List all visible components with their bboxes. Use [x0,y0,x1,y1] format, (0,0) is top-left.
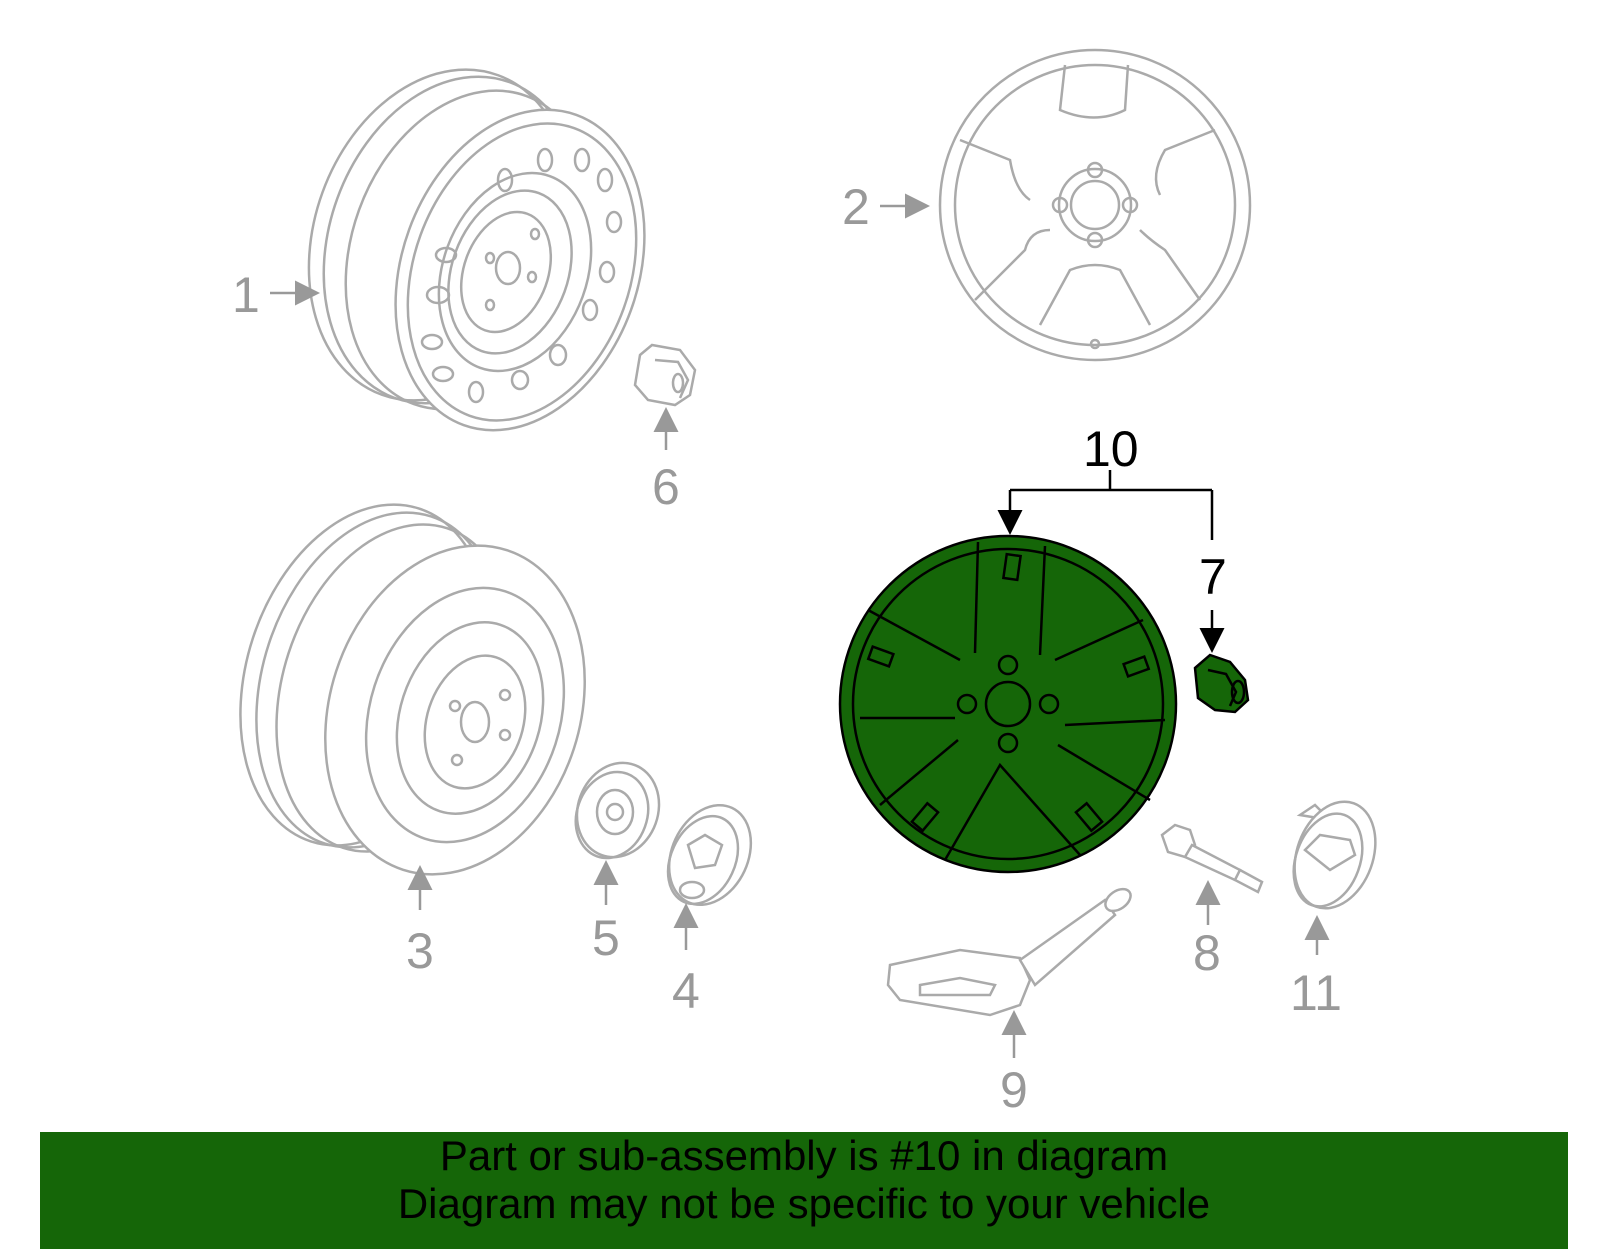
info-banner: Part or sub-assembly is #10 in diagram D… [40,1132,1568,1249]
center-cap-part-5[interactable] [564,751,672,869]
emblem-cap-part-11[interactable] [1280,790,1389,919]
alloy-wheel-part-2[interactable] [938,48,1252,362]
callout-4: 4 [672,963,700,1019]
spare-wheel-part-3[interactable] [199,472,626,908]
callout-11: 11 [1290,965,1342,1021]
highlighted-lug-nut-part-7[interactable] [1193,653,1250,714]
callout-1: 1 [232,267,260,323]
callout-7: 7 [1199,549,1227,605]
callout-6: 6 [652,459,680,515]
callout-8: 8 [1193,925,1221,981]
emblem-cap-part-4[interactable] [654,792,767,918]
callout-10: 10 [1083,421,1139,477]
callout-9: 9 [1000,1062,1028,1118]
callout-3: 3 [406,923,434,979]
banner-line-1: Part or sub-assembly is #10 in diagram [439,1132,1169,1179]
valve-stem-part-8[interactable] [1160,823,1264,894]
highlighted-wheel-part-10[interactable] [838,534,1178,874]
callout-2: 2 [842,179,870,235]
callout-5: 5 [592,910,620,966]
banner-line-2: Diagram may not be specific to your vehi… [397,1180,1211,1227]
lug-nut-part-6[interactable] [633,343,697,407]
tpms-sensor-part-9[interactable] [886,885,1135,1017]
steel-wheel-part-1[interactable] [264,32,687,465]
